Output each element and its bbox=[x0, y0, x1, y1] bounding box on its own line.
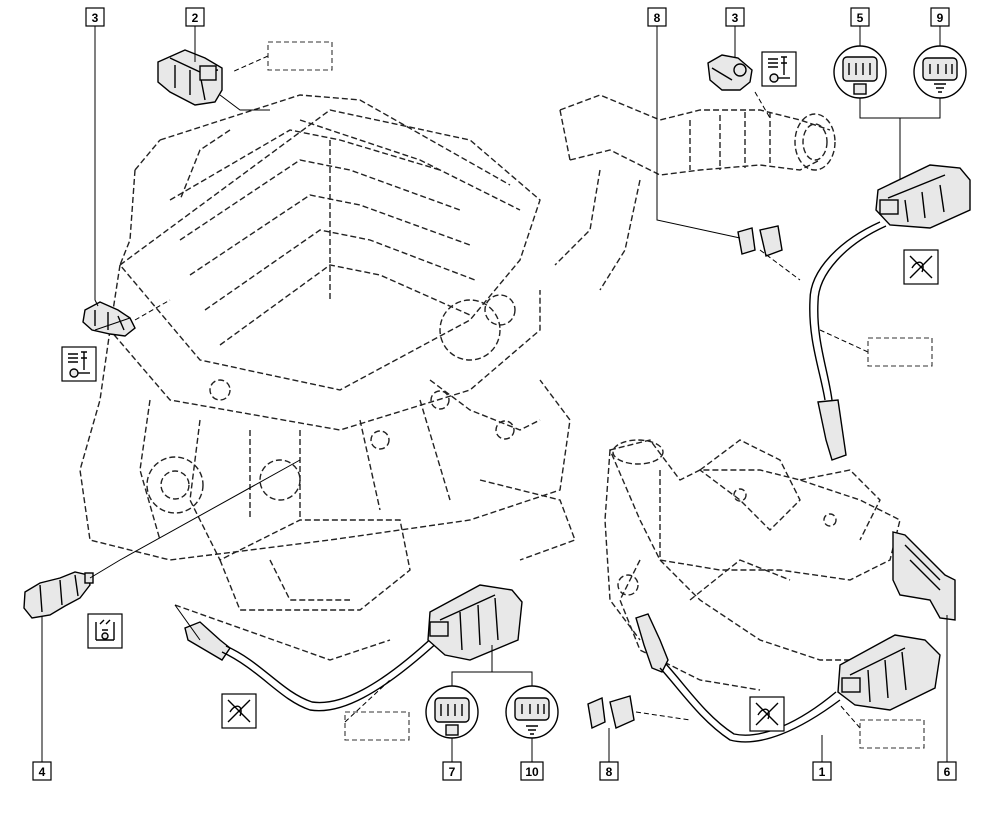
svg-text:2: 2 bbox=[192, 11, 199, 25]
svg-text:3: 3 bbox=[92, 11, 99, 25]
oxygen-sensor-front bbox=[184, 584, 523, 712]
clip-lower bbox=[587, 695, 635, 730]
no-cut-icon bbox=[903, 249, 939, 285]
callout-3-left: 3 bbox=[85, 7, 105, 27]
no-cut-icon bbox=[221, 693, 257, 729]
knock-sensor-symbol-icon bbox=[87, 613, 123, 649]
callout-1: 1 bbox=[812, 761, 832, 781]
connector-detail-9 bbox=[913, 45, 967, 99]
svg-text:9: 9 bbox=[937, 11, 944, 25]
callout-3-right: 3 bbox=[725, 7, 745, 27]
callout-10: 10 bbox=[520, 761, 544, 781]
torque-wrench-icon bbox=[761, 51, 797, 87]
callout-8-top: 8 bbox=[647, 7, 667, 27]
air-intake-hose bbox=[554, 94, 836, 291]
svg-text:3: 3 bbox=[732, 11, 739, 25]
placeholder-box-3 bbox=[344, 711, 410, 741]
placeholder-box-1 bbox=[267, 41, 333, 71]
svg-text:8: 8 bbox=[606, 765, 613, 779]
svg-text:10: 10 bbox=[525, 765, 539, 779]
callout-9: 9 bbox=[930, 7, 950, 27]
oxygen-sensor-downstream bbox=[635, 613, 941, 743]
exhaust-manifold bbox=[604, 439, 901, 691]
placeholder-box-2 bbox=[867, 337, 933, 367]
callout-5: 5 bbox=[850, 7, 870, 27]
connector-detail-10 bbox=[505, 685, 559, 739]
placeholder-box-4 bbox=[859, 719, 925, 749]
svg-text:8: 8 bbox=[654, 11, 661, 25]
temp-sensor-part-left bbox=[82, 301, 136, 337]
engine-outline bbox=[79, 94, 576, 661]
map-sensor-part bbox=[157, 49, 223, 106]
callout-4: 4 bbox=[32, 761, 52, 781]
connector-detail-5 bbox=[833, 45, 887, 99]
oxygen-sensor-rear bbox=[809, 164, 971, 461]
heat-shield-bracket bbox=[892, 531, 956, 621]
clip-upper bbox=[737, 225, 783, 257]
callout-8-bottom: 8 bbox=[599, 761, 619, 781]
temp-sensor-part-right bbox=[707, 54, 753, 91]
torque-wrench-icon bbox=[61, 346, 97, 382]
svg-text:4: 4 bbox=[39, 765, 46, 779]
connector-detail-7 bbox=[425, 685, 479, 739]
svg-text:1: 1 bbox=[819, 765, 826, 779]
callout-7: 7 bbox=[442, 761, 462, 781]
callout-6: 6 bbox=[937, 761, 957, 781]
svg-text:6: 6 bbox=[944, 765, 951, 779]
no-cut-icon bbox=[749, 696, 785, 732]
leader-lines bbox=[41, 26, 948, 762]
svg-text:7: 7 bbox=[449, 765, 456, 779]
callout-2: 2 bbox=[185, 7, 205, 27]
svg-text:5: 5 bbox=[857, 11, 864, 25]
knock-sensor-part bbox=[23, 571, 94, 619]
